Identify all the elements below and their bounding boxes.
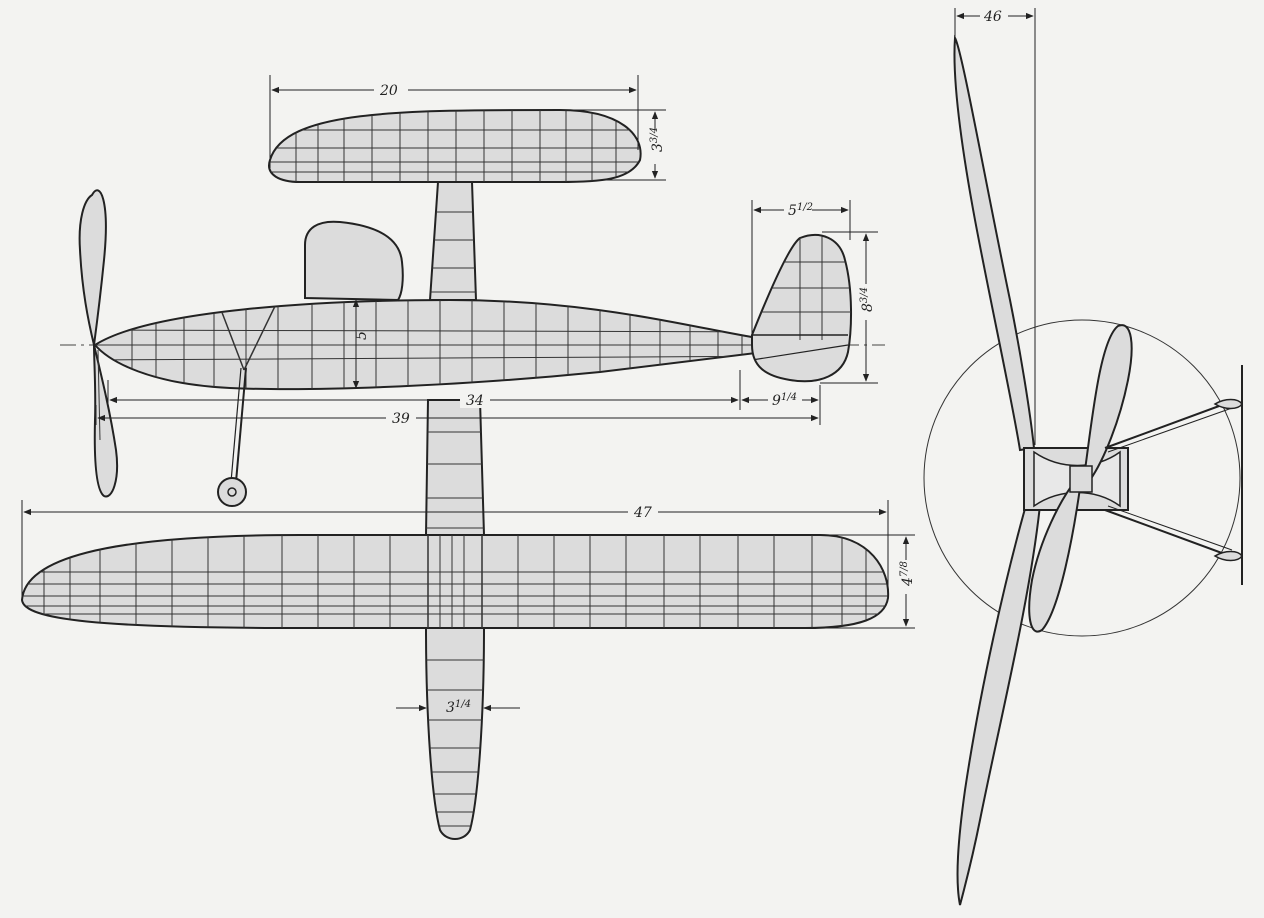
stabilizer	[268, 108, 642, 183]
wheel	[217, 477, 247, 507]
motor-base-label: 34	[466, 393, 484, 409]
fuselage-top-view	[424, 181, 486, 840]
prop-disc-circle	[923, 319, 1241, 637]
wing	[20, 534, 890, 629]
dimension-labels: 20 33/4 51/2 83/4 5 34 91/4 39 47 47/8 3…	[354, 6, 1008, 716]
stab-chord-label: 33/4	[649, 127, 666, 152]
fin-height-label: 83/4	[859, 287, 876, 312]
fuselage-depth-label: 5	[354, 331, 370, 340]
fin-width-label: 51/2	[788, 202, 813, 219]
front-view	[923, 34, 1243, 906]
prop-width-label: 46	[983, 9, 1002, 25]
stab-span-label: 20	[379, 83, 398, 99]
wing-mount-cabin	[304, 220, 404, 302]
fin-rudder	[751, 234, 852, 383]
fuselage-side-view	[93, 298, 806, 391]
wing-chord-label: 47/8	[899, 561, 916, 587]
landing-gear	[217, 367, 247, 507]
overall-length-label: 39	[392, 411, 410, 427]
tail-length-label: 91/4	[772, 392, 797, 409]
wing-span-label: 47	[633, 505, 652, 521]
fuselage-width-label: 31/4	[446, 699, 471, 716]
